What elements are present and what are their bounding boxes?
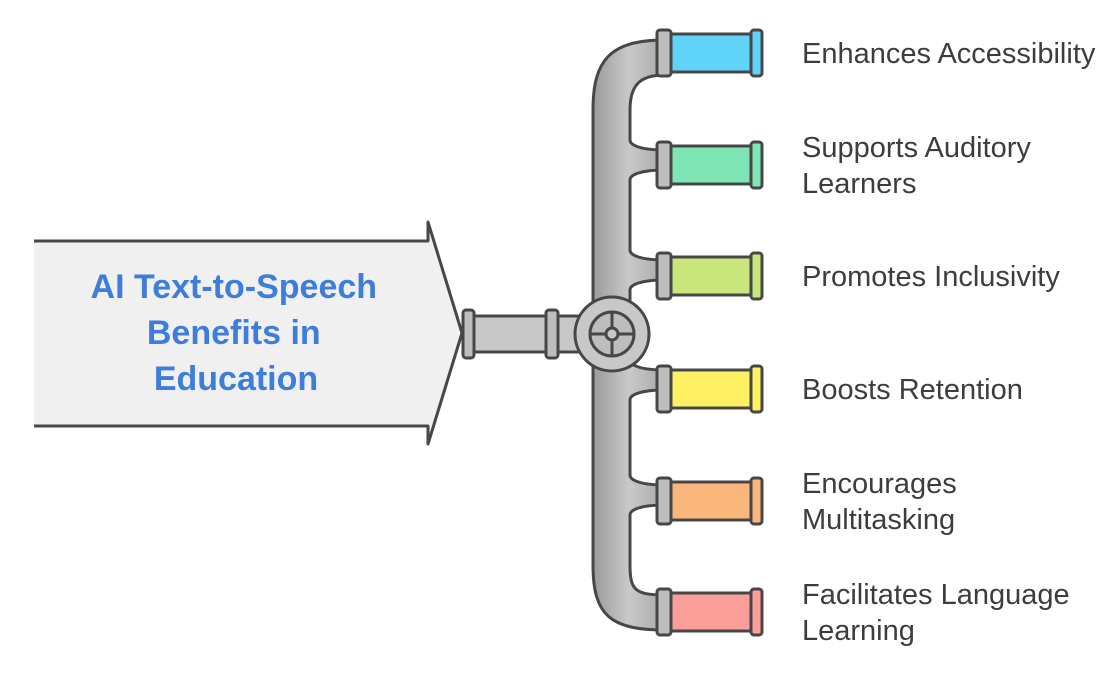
outlet-pipe [655, 364, 764, 414]
title-line: Benefits in [147, 314, 321, 352]
benefit-label: Promotes Inclusivity [802, 261, 1060, 293]
outlet-pipe [655, 587, 764, 637]
outlets [655, 28, 764, 637]
benefit-label: Boosts Retention [802, 374, 1023, 406]
outlet-pipe [655, 140, 764, 190]
benefit-label-line: Boosts Retention [802, 374, 1023, 406]
outlet-pipe [655, 28, 764, 78]
benefit-label-line: Supports Auditory [802, 132, 1031, 164]
benefit-label-line: Facilitates Language [802, 579, 1070, 611]
inlet-pipe [461, 308, 582, 360]
benefit-label-line: Learning [802, 615, 915, 647]
outlet-pipe [655, 251, 764, 301]
outlet-pipe [655, 476, 764, 526]
benefit-label-line: Multitasking [802, 504, 955, 536]
benefit-label: Enhances Accessibility [802, 38, 1096, 70]
benefit-label-line: Encourages [802, 468, 957, 500]
benefit-label-line: Learners [802, 168, 916, 200]
benefit-label-line: Promotes Inclusivity [802, 261, 1060, 293]
diagram-title: AI Text-to-Speech Benefits in Education [91, 268, 382, 398]
benefit-label-line: Enhances Accessibility [802, 38, 1096, 70]
title-line: Education [154, 360, 318, 398]
valve-wheel-icon [573, 295, 651, 373]
title-line: AI Text-to-Speech [91, 268, 378, 306]
